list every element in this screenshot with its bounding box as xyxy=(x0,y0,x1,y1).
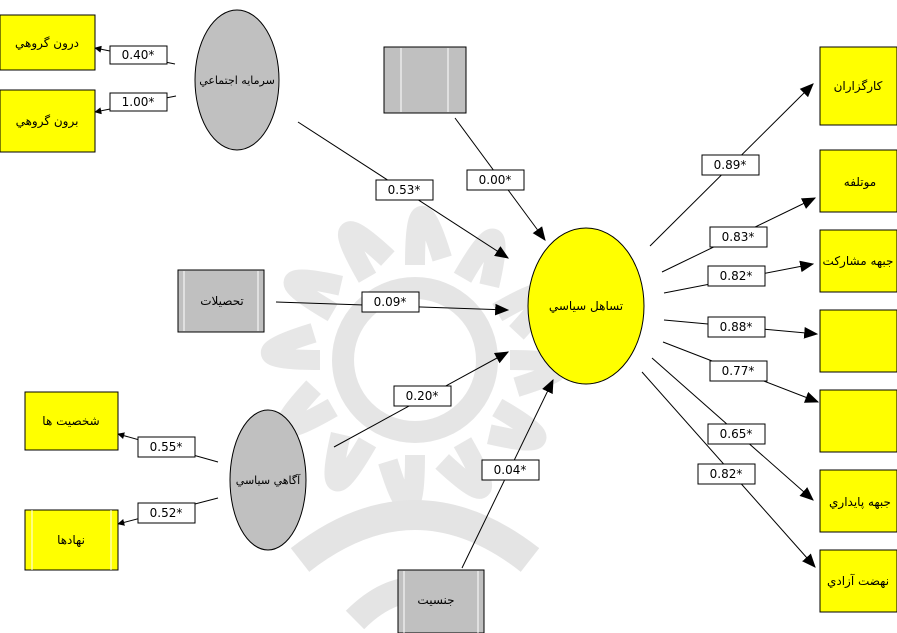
indicator-motalefe: موتلفه xyxy=(819,149,897,213)
coef-social-capital-out-group-value: 1.00* xyxy=(122,95,155,109)
indicator-in-group-label: درون گروهي xyxy=(15,36,79,51)
indicator-motalefe-label: موتلفه xyxy=(844,175,876,190)
coef-social-capital-in-group-value: 0.40* xyxy=(122,48,155,62)
watermark-petal xyxy=(435,437,492,499)
watermark-petal xyxy=(276,380,338,437)
coef-awareness-personalities: 0.55* xyxy=(137,436,196,458)
observed-gender-label: جنسيت xyxy=(417,593,454,607)
indicator-nehzat-azadi-label: نهضت آزادي xyxy=(827,573,889,589)
coef-social-capital-tolerance: 0.53* xyxy=(375,179,434,201)
indicator-kargozaran: كارگزاران xyxy=(819,46,897,126)
indicator-personalities-label: شخصيت ها xyxy=(42,414,99,428)
watermark-petal xyxy=(324,432,377,492)
watermark-logo xyxy=(260,205,570,630)
indicator-empty-2 xyxy=(819,389,897,453)
coef-tolerance-jebhe-mosharekat: 0.82* xyxy=(707,265,766,287)
indicator-jebhe-mosharekat: جبهه مشاركت xyxy=(819,229,897,293)
coef-unlabeled-box-tolerance: 0.00* xyxy=(466,169,525,191)
watermark-petal xyxy=(260,323,321,370)
latent-social-capital-label: سرمايه اجتماعي xyxy=(199,74,275,87)
coef-tolerance-empty-1: 0.88* xyxy=(707,316,766,338)
latent-political-tolerance: تساهل سياسي xyxy=(527,227,645,385)
indicator-empty-1 xyxy=(819,309,897,373)
coef-tolerance-nehzat-azadi-value: 0.82* xyxy=(710,467,743,481)
latent-political-awareness: آگاهي سياسي xyxy=(229,409,307,551)
coef-awareness-institutions: 0.52* xyxy=(137,502,196,524)
indicator-in-group: درون گروهي xyxy=(0,14,96,71)
indicator-jebhe-paydari-label: جبهه پايداري xyxy=(829,495,891,510)
indicator-jebhe-paydari: جبهه پايداري xyxy=(819,469,897,533)
indicator-jebhe-mosharekat-label: جبهه مشاركت xyxy=(823,254,894,269)
indicator-personalities: شخصيت ها xyxy=(24,391,119,451)
watermark-petal xyxy=(378,454,425,515)
watermark-petal xyxy=(338,221,395,283)
coef-tolerance-motalefe: 0.83* xyxy=(709,226,768,248)
latent-social-capital: سرمايه اجتماعي xyxy=(194,9,280,151)
indicator-nehzat-azadi: نهضت آزادي xyxy=(819,549,897,613)
indicator-out-group: برون گروهي xyxy=(0,89,96,153)
coef-tolerance-nehzat-azadi: 0.82* xyxy=(697,463,756,485)
coef-awareness-tolerance-value: 0.20* xyxy=(406,389,439,403)
coef-tolerance-kargozaran-value: 0.89* xyxy=(714,158,747,172)
coef-social-capital-in-group: 0.40* xyxy=(109,45,168,65)
coef-awareness-institutions-value: 0.52* xyxy=(150,506,183,520)
indicator-institutions: نهادها xyxy=(24,509,119,571)
coef-tolerance-empty-1-value: 0.88* xyxy=(720,320,753,334)
coef-social-capital-tolerance-value: 0.53* xyxy=(388,183,421,197)
coef-tolerance-jebhe-paydari-value: 0.65* xyxy=(720,427,753,441)
latent-political-tolerance-label: تساهل سياسي xyxy=(549,299,623,313)
coef-education-tolerance-value: 0.09* xyxy=(374,295,407,309)
watermark-petal xyxy=(283,269,343,322)
observed-gender: جنسيت xyxy=(397,569,485,633)
coef-unlabeled-box-tolerance-value: 0.00* xyxy=(479,173,512,187)
coef-education-tolerance: 0.09* xyxy=(361,291,420,313)
coef-tolerance-empty-2: 0.77* xyxy=(709,360,768,382)
latent-political-awareness-label: آگاهي سياسي xyxy=(236,473,301,487)
indicator-out-group-label: برون گروهي xyxy=(16,114,79,129)
indicator-kargozaran-label: كارگزاران xyxy=(834,79,883,94)
observed-education-label: تحصيلات xyxy=(200,294,244,308)
watermark-petal xyxy=(487,398,547,451)
coef-gender-tolerance-value: 0.04* xyxy=(494,463,527,477)
coef-tolerance-motalefe-value: 0.83* xyxy=(722,230,755,244)
coef-tolerance-kargozaran: 0.89* xyxy=(701,154,760,176)
watermark-petal xyxy=(453,228,506,288)
coef-social-capital-out-group: 1.00* xyxy=(109,92,168,112)
observed-education: تحصيلات xyxy=(177,269,265,333)
coef-tolerance-jebhe-mosharekat-value: 0.82* xyxy=(720,269,753,283)
observed-unlabeled-box xyxy=(383,46,467,114)
coef-tolerance-empty-2-value: 0.77* xyxy=(722,364,755,378)
watermark-petal xyxy=(405,205,452,266)
coef-awareness-personalities-value: 0.55* xyxy=(150,440,183,454)
indicator-institutions-label: نهادها xyxy=(57,533,85,547)
coef-gender-tolerance: 0.04* xyxy=(481,459,540,481)
coef-tolerance-jebhe-paydari: 0.65* xyxy=(707,423,766,445)
coef-awareness-tolerance: 0.20* xyxy=(393,385,452,407)
